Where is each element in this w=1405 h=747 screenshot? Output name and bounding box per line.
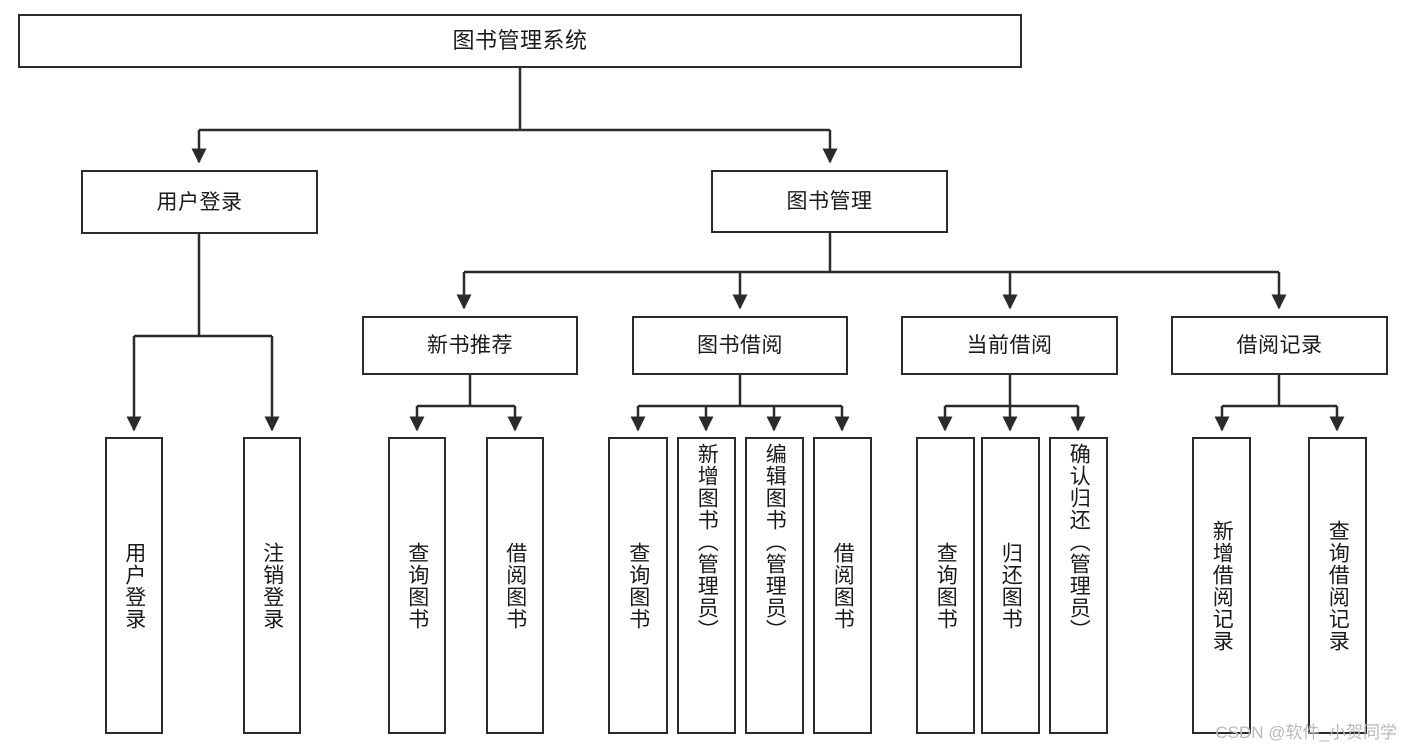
node-borrow-record[interactable]: 借阅记录 <box>1171 316 1388 375</box>
leaf-borrow-query-book[interactable]: 查询图书 <box>608 437 668 734</box>
leaf-borrow-borrow-book-label: 借阅图书 <box>831 541 855 630</box>
node-book-management[interactable]: 图书管理 <box>711 170 948 233</box>
node-borrow-record-label: 借阅记录 <box>1236 334 1323 357</box>
leaf-borrow-add-book[interactable]: 新增图书（管理员） <box>677 437 736 734</box>
leaf-record-query[interactable]: 查询借阅记录 <box>1308 437 1367 734</box>
leaf-current-query-book[interactable]: 查询图书 <box>916 437 975 734</box>
leaf-borrow-borrow-book[interactable]: 借阅图书 <box>813 437 872 734</box>
leaf-borrow-edit-book-label: 编辑图书（管理员） <box>763 443 787 641</box>
leaf-current-confirm-return-label: 确认归还（管理员） <box>1067 443 1091 641</box>
leaf-recommend-query-book[interactable]: 查询图书 <box>388 437 446 734</box>
node-current-borrow-label: 当前借阅 <box>966 334 1053 357</box>
node-new-book-recommend-label: 新书推荐 <box>427 334 513 357</box>
node-current-borrow[interactable]: 当前借阅 <box>901 316 1118 375</box>
node-book-management-label: 图书管理 <box>786 190 873 213</box>
leaf-borrow-add-book-label: 新增图书（管理员） <box>695 443 719 641</box>
leaf-current-return-book-label: 归还图书 <box>999 541 1023 630</box>
node-root-label: 图书管理系统 <box>452 28 588 53</box>
node-book-borrow-label: 图书借阅 <box>697 334 783 357</box>
node-user-login[interactable]: 用户登录 <box>81 170 318 234</box>
leaf-borrow-query-book-label: 查询图书 <box>626 541 650 630</box>
leaf-user-login[interactable]: 用户登录 <box>105 437 163 734</box>
leaf-recommend-query-book-label: 查询图书 <box>405 541 429 630</box>
leaf-borrow-edit-book[interactable]: 编辑图书（管理员） <box>745 437 804 734</box>
node-user-login-label: 用户登录 <box>156 190 243 214</box>
node-root-system[interactable]: 图书管理系统 <box>18 14 1022 68</box>
leaf-current-confirm-return[interactable]: 确认归还（管理员） <box>1049 437 1108 734</box>
node-new-book-recommend[interactable]: 新书推荐 <box>362 316 578 375</box>
leaf-record-query-label: 查询借阅记录 <box>1326 519 1350 652</box>
leaf-user-logout-label: 注销登录 <box>260 541 284 630</box>
leaf-record-add[interactable]: 新增借阅记录 <box>1192 437 1251 734</box>
leaf-record-add-label: 新增借阅记录 <box>1210 519 1234 652</box>
leaf-current-query-book-label: 查询图书 <box>934 541 958 630</box>
leaf-recommend-borrow-book-label: 借阅图书 <box>503 541 527 630</box>
leaf-current-return-book[interactable]: 归还图书 <box>981 437 1040 734</box>
leaf-recommend-borrow-book[interactable]: 借阅图书 <box>486 437 544 734</box>
leaf-user-login-label: 用户登录 <box>122 541 146 630</box>
leaf-user-logout[interactable]: 注销登录 <box>243 437 301 734</box>
node-book-borrow[interactable]: 图书借阅 <box>632 316 848 375</box>
